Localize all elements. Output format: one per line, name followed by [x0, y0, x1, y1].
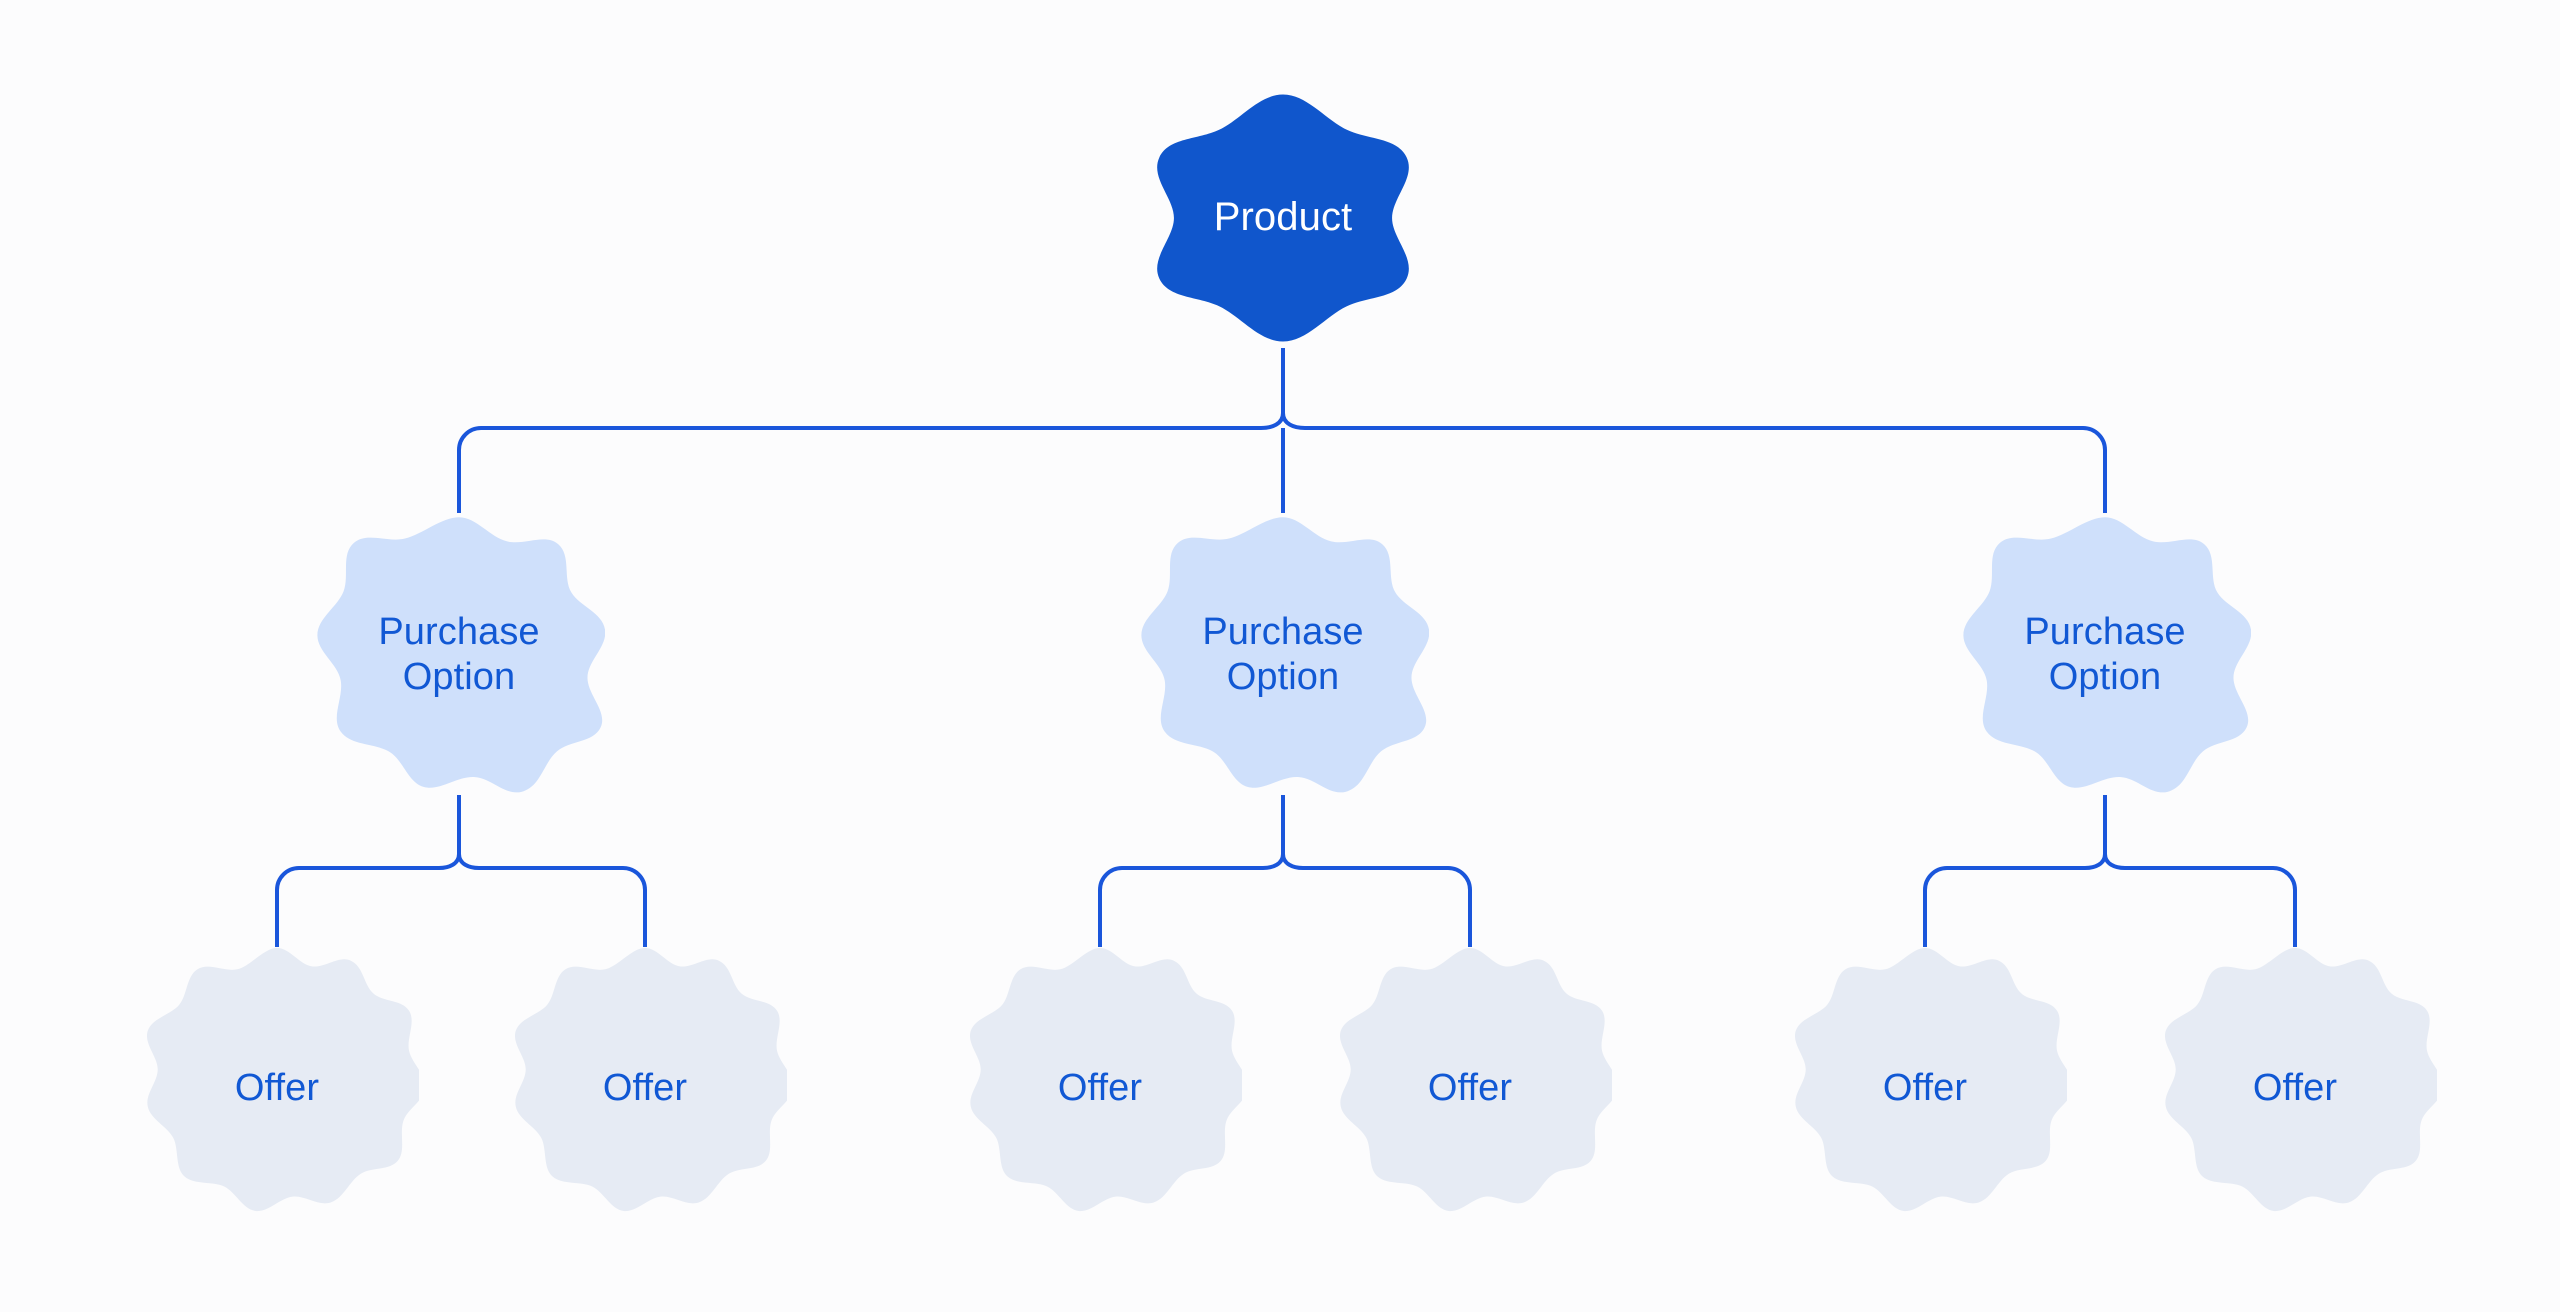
edge-option2-cusp-left	[1262, 853, 1285, 870]
node-purchase-option-2-label: Purchase Option	[1202, 611, 1364, 698]
node-purchase-option-3-label: Purchase Option	[2024, 611, 2186, 698]
node-purchase-option-3[interactable]: Purchase Option	[1959, 513, 2251, 797]
edge-bus-level2-left	[457, 426, 1261, 513]
node-product-label: Product	[1213, 195, 1353, 240]
edge-option1-cusp-right	[457, 853, 480, 870]
node-offer-6[interactable]: Offer	[2153, 945, 2437, 1231]
node-purchase-option-1[interactable]: Purchase Option	[313, 513, 605, 797]
edge-option1-to-offer2	[479, 866, 647, 947]
node-offer-2-label: Offer	[602, 1066, 688, 1109]
edge-option3-to-offer6	[2125, 866, 2297, 947]
offer-blob-shape	[1794, 947, 2067, 1211]
purchase-option-blob-shape	[1141, 517, 1429, 793]
node-purchase-option-1-label: Purchase Option	[378, 611, 540, 698]
offer-blob-shape	[514, 947, 787, 1211]
edge-option1-cusp-left	[438, 853, 461, 870]
offer-blob-shape	[1339, 947, 1612, 1211]
product-blob-shape	[1157, 94, 1409, 342]
edge-option3-cusp-left	[2084, 853, 2107, 870]
edge-option2-to-offer4	[1303, 866, 1472, 947]
node-offer-5-label: Offer	[1882, 1066, 1968, 1109]
node-offer-3[interactable]: Offer	[958, 945, 1242, 1231]
edge-bus-level2-right	[1305, 426, 2107, 513]
offer-blob-shape	[969, 947, 1242, 1211]
edge-option2-cusp-right	[1281, 853, 1304, 870]
offer-blob-shape	[146, 947, 419, 1211]
node-purchase-option-2[interactable]: Purchase Option	[1137, 513, 1429, 797]
offer-blob-shape	[2164, 947, 2437, 1211]
purchase-option-blob-shape	[317, 517, 605, 793]
node-offer-1[interactable]: Offer	[135, 945, 419, 1231]
node-offer-6-label: Offer	[2252, 1066, 2338, 1109]
node-offer-2[interactable]: Offer	[503, 945, 787, 1231]
edge-option3-to-offer5	[1923, 866, 2085, 947]
node-offer-3-label: Offer	[1057, 1066, 1143, 1109]
edge-bus-cusp-right	[1281, 412, 1306, 430]
edge-option1-to-offer1	[275, 866, 439, 947]
node-offer-4-label: Offer	[1427, 1066, 1513, 1109]
node-offer-5[interactable]: Offer	[1783, 945, 2067, 1231]
edge-option2-to-offer3	[1098, 866, 1263, 947]
edge-bus-cusp-left	[1260, 412, 1285, 430]
node-offer-4[interactable]: Offer	[1328, 945, 1612, 1231]
node-offer-1-label: Offer	[234, 1066, 320, 1109]
node-product[interactable]: Product	[1150, 92, 1416, 344]
purchase-option-blob-shape	[1963, 517, 2251, 793]
edge-option3-cusp-right	[2103, 853, 2126, 870]
